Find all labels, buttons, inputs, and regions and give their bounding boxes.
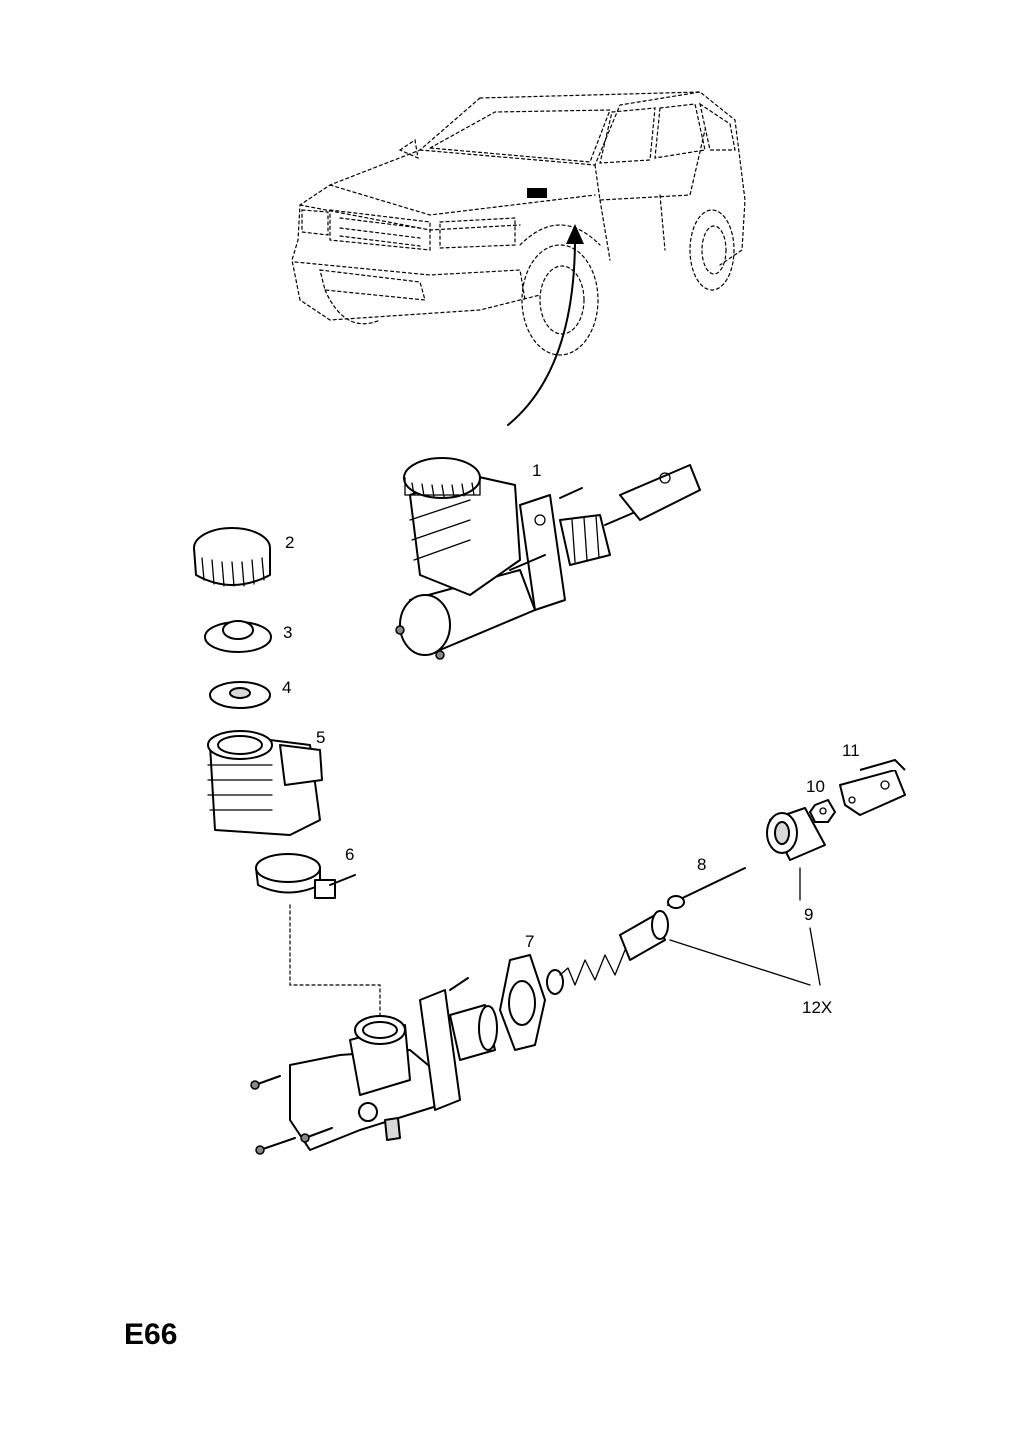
diaphragm xyxy=(204,620,272,653)
piston-assembly xyxy=(546,867,746,995)
cylinder-body xyxy=(289,977,498,1151)
callout-3: 3 xyxy=(283,623,292,642)
location-arrow xyxy=(507,224,584,426)
callout-10: 10 xyxy=(806,777,825,796)
callout-1: 1 xyxy=(532,461,541,480)
gasket xyxy=(499,954,546,1051)
callout-2: 2 xyxy=(285,533,294,552)
clamp-band xyxy=(255,853,356,899)
assembled-master-cylinder xyxy=(395,457,701,660)
callout-labels: 1 2 3 4 5 6 7 8 9 10 11 12X xyxy=(282,461,860,1017)
callout-9: 9 xyxy=(804,905,813,924)
screws xyxy=(250,1075,333,1155)
callout-8: 8 xyxy=(697,855,706,874)
callout-4: 4 xyxy=(282,678,291,697)
reservoir xyxy=(207,730,323,836)
callout-7: 7 xyxy=(525,932,534,951)
callout-6: 6 xyxy=(345,845,354,864)
location-marker-icon xyxy=(527,188,547,198)
reservoir-cap xyxy=(193,527,271,587)
washer xyxy=(209,681,271,709)
page-code: E66 xyxy=(124,1318,178,1351)
callout-12x: 12X xyxy=(802,998,832,1017)
dust-boot xyxy=(766,807,826,861)
callout-5: 5 xyxy=(316,728,325,747)
lock-nut xyxy=(809,799,836,823)
vehicle-outline xyxy=(291,91,746,356)
assembly-leader xyxy=(289,904,381,1021)
callout-11: 11 xyxy=(842,741,860,760)
clevis xyxy=(839,759,906,816)
leader-lines xyxy=(669,867,821,986)
